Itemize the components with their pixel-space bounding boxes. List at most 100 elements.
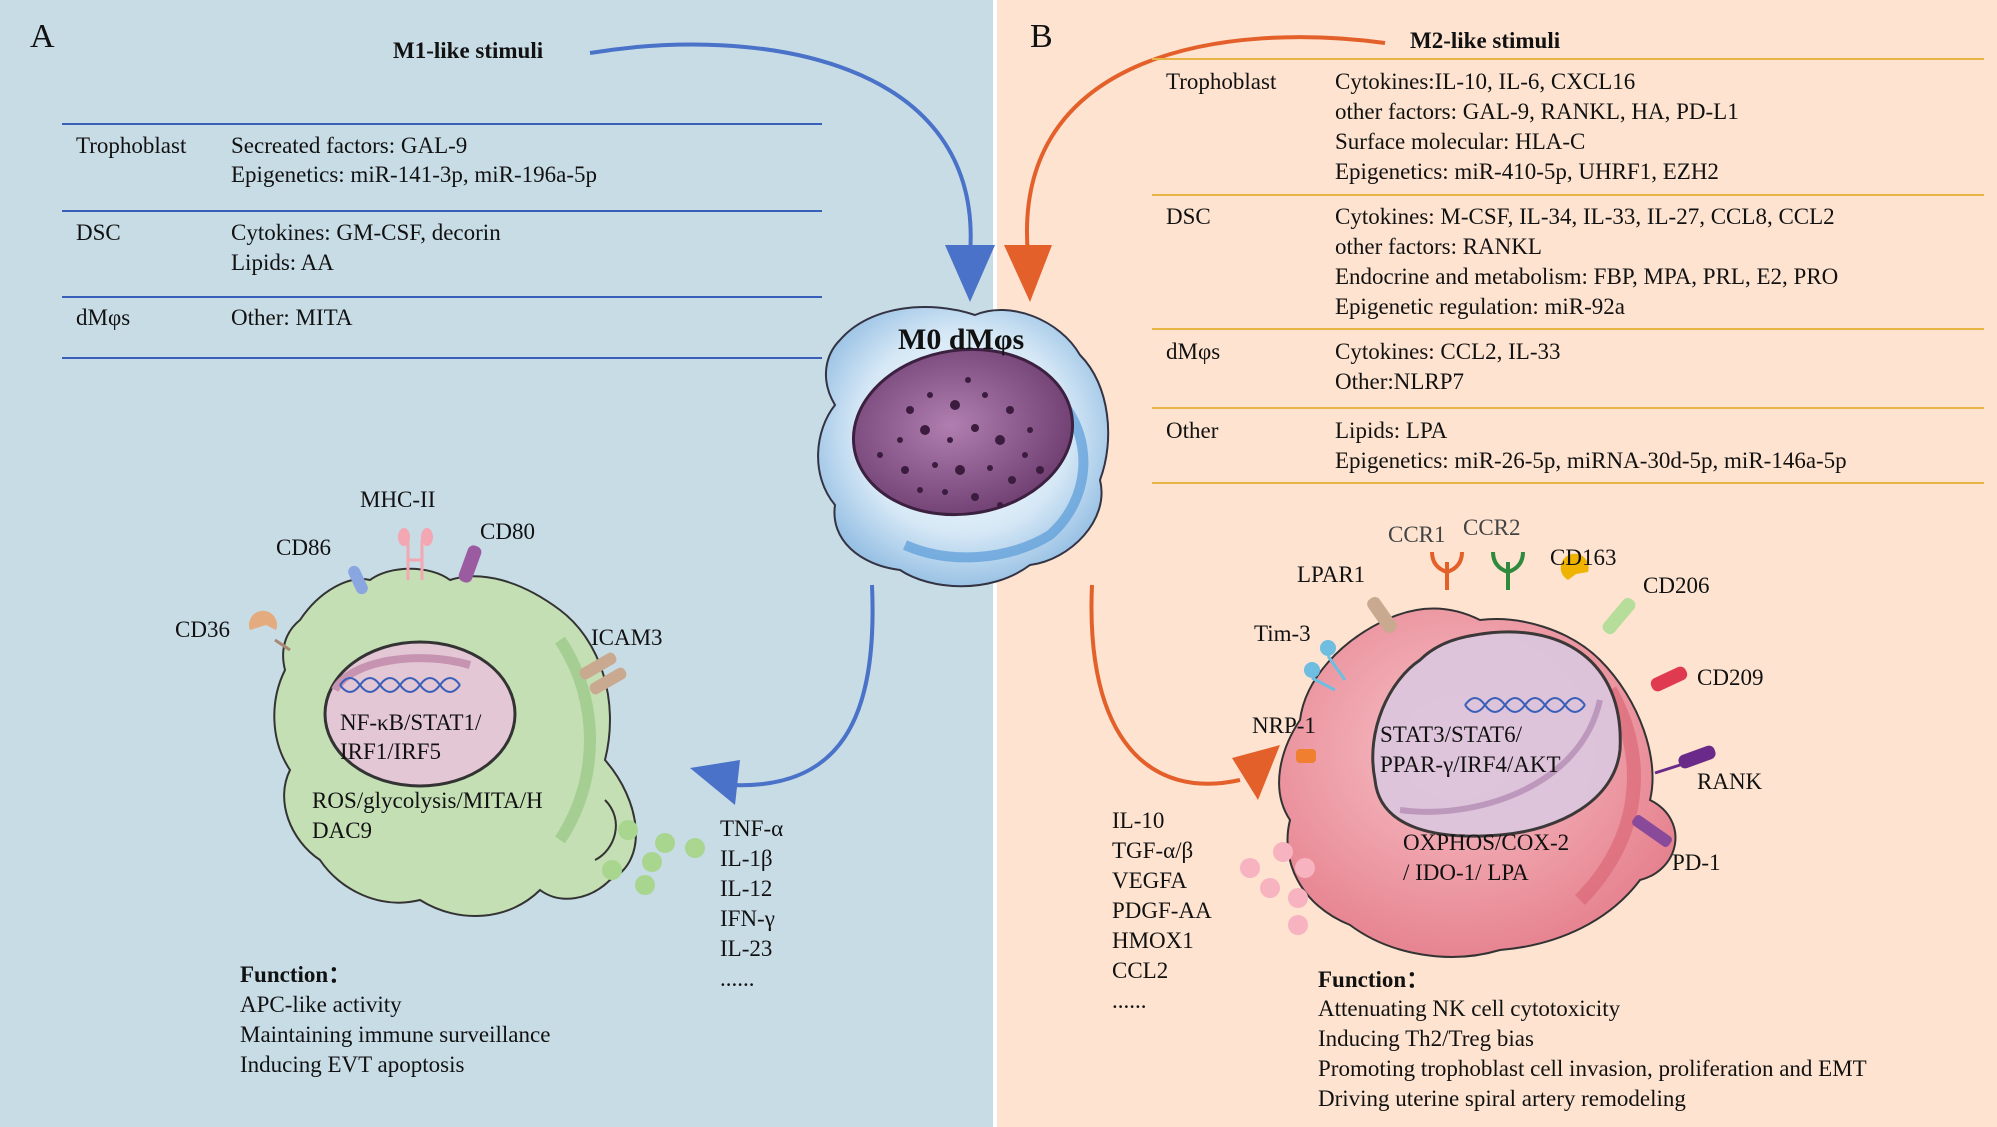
m0-to-m2-arrowhead <box>1232 745 1280 800</box>
table-b-rule <box>1152 407 1984 409</box>
m1-cytoplasm-line-2: DAC9 <box>312 818 373 843</box>
m0-label: M0 dMφs <box>898 323 1025 356</box>
m2-cytoplasm-line-1: OXPHOS/COX-2 <box>1403 830 1570 855</box>
label-cd36: CD36 <box>175 617 230 642</box>
label-rank: RANK <box>1697 769 1763 794</box>
m2-secreted-5: HMOX1 <box>1112 928 1194 953</box>
m1-secreted-vesicles <box>602 820 705 895</box>
m2-function-title: Function： <box>1318 967 1430 992</box>
m2-function-4: Driving uterine spiral artery remodeling <box>1318 1086 1686 1111</box>
table-a-dsc-line-2: Lipids: AA <box>231 250 334 275</box>
m1-secreted-6: ...... <box>720 966 755 991</box>
table-a-dmphis-line-1: Other: MITA <box>231 305 353 330</box>
table-b-other-line-2: Epigenetics: miR-26-5p, miRNA-30d-5p, mi… <box>1335 448 1847 473</box>
table-a-rule <box>62 123 822 125</box>
m2-secreted-vesicles <box>1240 842 1315 935</box>
table-a-dsc-line-1: Cytokines: GM-CSF, decorin <box>231 220 501 245</box>
label-mhc2: MHC-II <box>360 487 436 512</box>
table-a-source-trophoblast: Trophoblast <box>76 133 187 158</box>
m1-secreted-4: IFN-γ <box>720 906 775 931</box>
label-icam3: ICAM3 <box>591 625 663 650</box>
m2-stimuli-title: M2-like stimuli <box>1410 28 1561 53</box>
m1-function-1: APC-like activity <box>240 992 402 1017</box>
table-b-dmphis-line-1: Cytokines: CCL2, IL-33 <box>1335 339 1561 364</box>
label-cd86: CD86 <box>276 535 331 560</box>
m1-secreted-2: IL-1β <box>720 846 773 871</box>
label-lpar1: LPAR1 <box>1297 562 1366 587</box>
lpar1-receptor <box>1367 596 1397 634</box>
m1-stimuli-title: M1-like stimuli <box>393 38 544 63</box>
table-a-rule <box>62 210 822 212</box>
table-b-rule <box>1152 328 1984 330</box>
table-b-source-trophoblast: Trophoblast <box>1166 69 1277 94</box>
label-cd206: CD206 <box>1643 573 1710 598</box>
m2-secreted-4: PDGF-AA <box>1112 898 1212 923</box>
table-a-source-dmphis: dMφs <box>76 305 131 330</box>
m1-function-title: Function： <box>240 962 352 987</box>
label-cd80: CD80 <box>480 519 535 544</box>
m2-nucleus-line-1: STAT3/STAT6/ <box>1380 722 1522 747</box>
cd86-receptor <box>348 565 368 595</box>
nrp1-receptor <box>1296 749 1316 763</box>
table-b-dsc-line-3: Endocrine and metabolism: FBP, MPA, PRL,… <box>1335 264 1839 289</box>
m0-chromatin-dots <box>877 377 1044 508</box>
label-pd1: PD-1 <box>1672 850 1721 875</box>
label-tim3: Tim-3 <box>1254 621 1311 646</box>
m1-stimuli-arrow <box>589 42 973 256</box>
table-b-dmphis-line-2: Other:NLRP7 <box>1335 369 1465 394</box>
m0-macrophage-cell <box>817 306 1110 588</box>
m2-function-2: Inducing Th2/Treg bias <box>1318 1026 1534 1051</box>
m1-function-3: Inducing EVT apoptosis <box>240 1052 465 1077</box>
m2-nucleus-line-2: PPAR-γ/IRF4/AKT <box>1380 752 1561 777</box>
m1-cytoplasm-line-1: ROS/glycolysis/MITA/H <box>312 788 543 813</box>
label-cd209: CD209 <box>1697 665 1764 690</box>
m1-secreted-3: IL-12 <box>720 876 773 901</box>
ccr2-receptor <box>1491 551 1525 590</box>
table-b-source-dmphis: dMφs <box>1166 339 1221 364</box>
m1-nucleus-line-1: NF-κB/STAT1/ <box>340 710 482 735</box>
panel-a-background <box>0 0 993 1127</box>
label-cd163: CD163 <box>1550 545 1617 570</box>
m0-to-m1-arrowhead <box>690 760 740 805</box>
ccr1-receptor <box>1430 551 1464 590</box>
rank-receptor <box>1654 745 1716 775</box>
table-b-trophoblast-line-2: other factors: GAL-9, RANKL, HA, PD-L1 <box>1335 99 1739 124</box>
cd36-receptor <box>249 610 291 652</box>
table-a-source-dsc: DSC <box>76 220 121 245</box>
mhc2-receptor <box>398 528 433 580</box>
cd209-receptor <box>1650 666 1688 692</box>
cd163-receptor <box>1560 553 1589 580</box>
table-b-trophoblast-line-4: Epigenetics: miR-410-5p, UHRF1, EZH2 <box>1335 159 1719 184</box>
icam3-receptor <box>579 652 627 695</box>
m1-macrophage-cell <box>273 567 637 917</box>
table-b-other-line-1: Lipids: LPA <box>1335 418 1448 443</box>
m1-secreted-1: TNF-α <box>720 816 784 841</box>
panel-a-letter: A <box>30 18 55 55</box>
table-b-dsc-line-1: Cytokines: M-CSF, IL-34, IL-33, IL-27, C… <box>1335 204 1835 229</box>
table-a-trophoblast-line-1: Secreated factors: GAL-9 <box>231 133 468 158</box>
m2-secreted-1: IL-10 <box>1112 808 1165 833</box>
m2-stimuli-arrowhead <box>1004 245 1052 302</box>
m2-secreted-6: CCL2 <box>1112 958 1169 983</box>
tim3-receptor <box>1304 640 1347 692</box>
panel-b-letter: B <box>1030 18 1053 55</box>
m2-secreted-2: TGF-α/β <box>1112 838 1194 863</box>
table-b-dsc-line-2: other factors: RANKL <box>1335 234 1542 259</box>
table-b-rule <box>1152 482 1984 484</box>
m1-nucleus-line-2: IRF1/IRF5 <box>340 739 441 764</box>
m1-secreted-5: IL-23 <box>720 936 773 961</box>
m2-stimuli-arrow <box>1024 35 1386 256</box>
m2-cytoplasm-line-2: / IDO-1/ LPA <box>1403 860 1529 885</box>
label-ccr2: CCR2 <box>1463 515 1521 540</box>
table-b-rule <box>1152 58 1984 60</box>
cd80-receptor <box>458 545 482 583</box>
m2-function-3: Promoting trophoblast cell invasion, pro… <box>1318 1056 1867 1081</box>
table-a-rule <box>62 296 822 298</box>
table-b-rule <box>1152 194 1984 196</box>
table-b-trophoblast-line-1: Cytokines:IL-10, IL-6, CXCL16 <box>1335 69 1636 94</box>
m0-to-m2-arrow <box>1089 584 1241 786</box>
table-b-dsc-line-4: Epigenetic regulation: miR-92a <box>1335 294 1625 319</box>
table-a-rule <box>62 357 822 359</box>
m2-macrophage-cell <box>1278 607 1677 958</box>
